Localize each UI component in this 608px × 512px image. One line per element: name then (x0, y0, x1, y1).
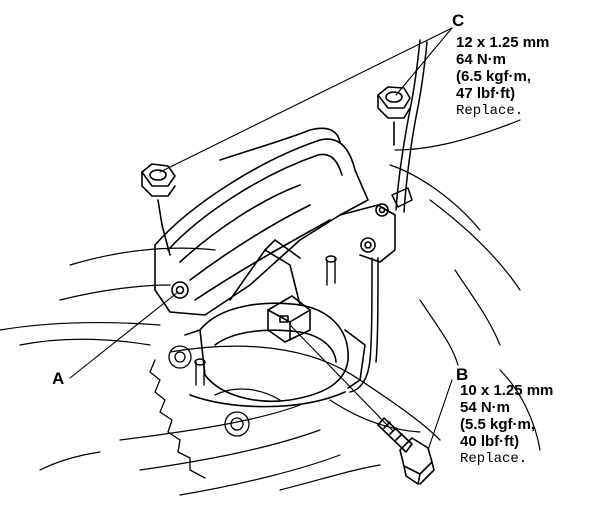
callout-a-letter: A (52, 369, 65, 388)
leader-lines (69, 27, 453, 451)
callout-c-lbf: 47 lbf·ft) (456, 85, 516, 102)
nut-c-right (377, 86, 411, 146)
callout-b-size: 10 x 1.25 mm (460, 382, 554, 399)
nut-c-left (141, 163, 176, 256)
mount-rubber (184, 239, 366, 408)
callout-c-note: Replace. (456, 103, 524, 119)
wire-harness (349, 39, 428, 393)
callout-b-torque: 54 N·m (460, 399, 511, 416)
callout-c-size: 12 x 1.25 mm (456, 34, 550, 51)
callout-b-kgf: (5.5 kgf·m, (460, 416, 536, 433)
callout-b-lbf: 40 lbf·ft) (460, 433, 520, 450)
callout-c-kgf: (6.5 kgf·m, (456, 68, 532, 85)
callout-c-torque: 64 N·m (456, 51, 507, 68)
stud-bolts (194, 255, 337, 386)
callout-b-note: Replace. (460, 451, 528, 467)
mount-bracket (154, 127, 396, 316)
callout-c-letter: C (452, 11, 465, 30)
transmission-case (149, 345, 441, 479)
callout-b-letter: B (456, 365, 469, 384)
bolt-b (377, 417, 435, 485)
connector-block (267, 295, 311, 343)
